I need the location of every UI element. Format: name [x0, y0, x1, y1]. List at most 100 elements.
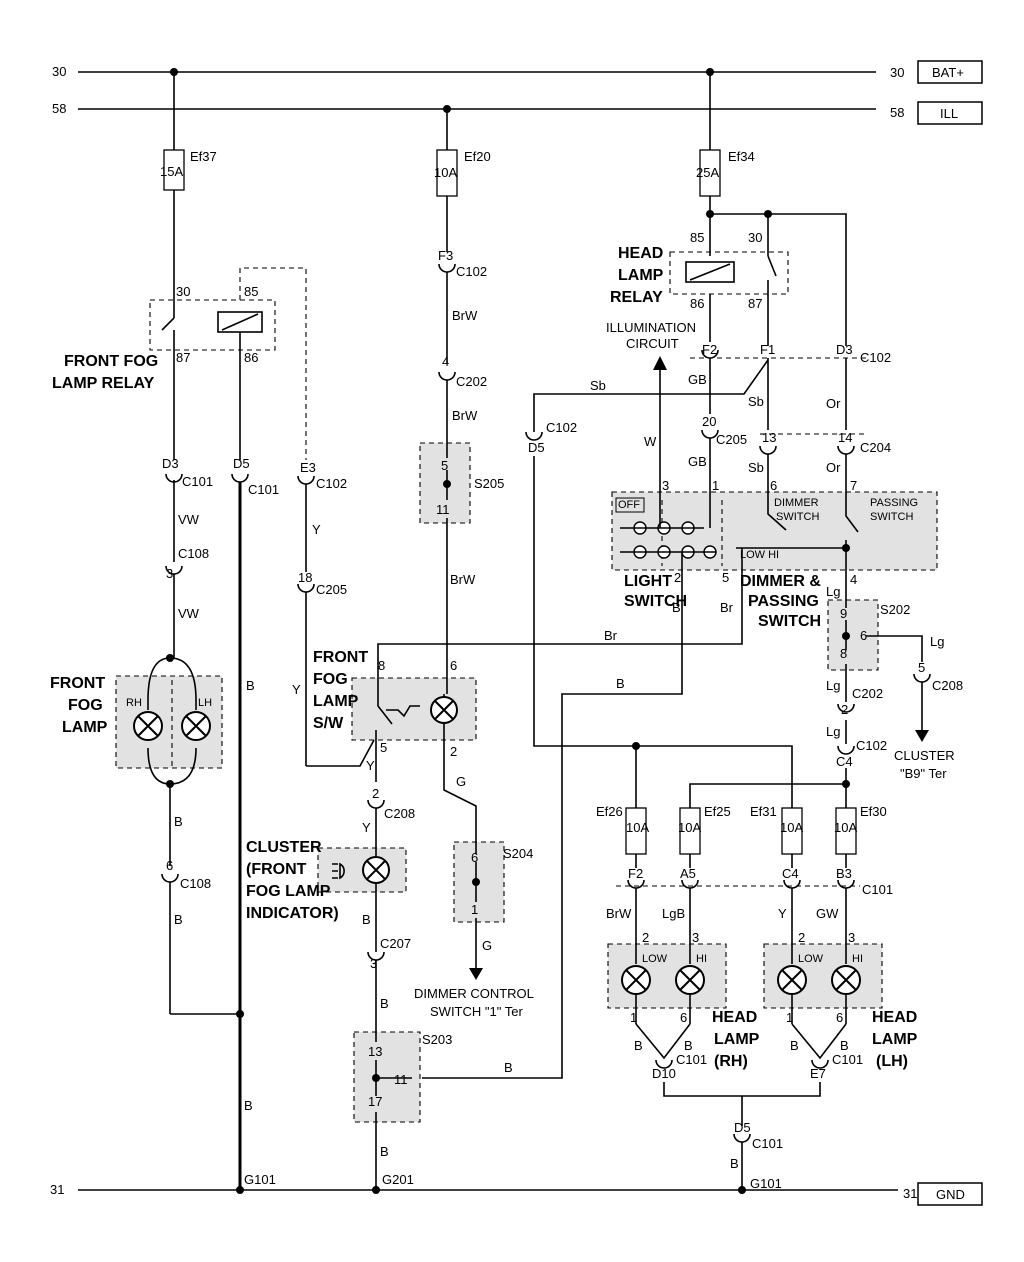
lamp-mode: LOW	[642, 953, 668, 965]
connector-label: D10	[652, 1066, 676, 1081]
fog-relay-label: LAMP RELAY	[52, 375, 155, 392]
splice-label: S205	[474, 476, 504, 491]
splice-pin: 17	[368, 1094, 382, 1109]
relay-coil-mark	[221, 313, 259, 331]
connector-icon	[438, 263, 456, 273]
pin-label: 6	[770, 478, 777, 493]
fuse-ef31-rating: 10A	[780, 820, 803, 835]
passing-label: SWITCH	[870, 511, 913, 523]
wire-color: BrW	[606, 906, 632, 921]
connector-label: D5	[734, 1120, 751, 1135]
connector-icon	[297, 583, 315, 593]
splice-pin: 11	[436, 502, 450, 517]
pin-label: 3	[848, 930, 855, 945]
cluster-b9-label: CLUSTER	[894, 748, 955, 763]
connector-icon	[913, 673, 931, 683]
passing-label: PASSING	[870, 497, 918, 509]
pin-label: 3	[662, 478, 669, 493]
rail-30-left: 30	[52, 64, 66, 79]
wire-color: BrW	[450, 572, 476, 587]
connector-label: C205	[716, 432, 747, 447]
pin-label: 3	[692, 930, 699, 945]
connector-icon	[837, 879, 855, 889]
dimmer-contact	[767, 492, 787, 531]
fog-switch-label: FOG	[313, 671, 348, 688]
wire-color: Y	[292, 682, 301, 697]
connector-label: C101	[752, 1136, 783, 1151]
splice-s203	[353, 1031, 421, 1123]
splice-pin: 5	[441, 458, 448, 473]
wire	[791, 1023, 847, 1060]
splice-pin: 9	[840, 606, 847, 621]
pin-label: 30	[748, 230, 762, 245]
fuse-ef30-name: Ef30	[860, 804, 887, 819]
fuse-ef34-name: Ef34	[728, 149, 755, 164]
connector-icon	[837, 703, 855, 713]
splice-label: S204	[503, 846, 533, 861]
relay-coil-mark	[689, 263, 731, 281]
ground-dot	[236, 1186, 244, 1194]
rail-31-left: 31	[50, 1182, 64, 1197]
connector-label: 13	[762, 430, 776, 445]
connector-label: C102	[546, 420, 577, 435]
ground-label: G201	[382, 1172, 414, 1187]
dimmer-passing-label: DIMMER &	[740, 573, 821, 590]
ground-dot	[738, 1186, 746, 1194]
connector-label: F1	[760, 342, 775, 357]
head-relay-outline	[669, 251, 789, 295]
pin-label: 2	[674, 570, 681, 585]
arrow-up-icon	[653, 356, 667, 370]
wire-color: B	[634, 1038, 643, 1053]
headlamp-rh-label: (RH)	[714, 1053, 748, 1070]
pin-label: 6	[836, 1010, 843, 1025]
pin-label: 30	[176, 284, 190, 299]
pin-label: 87	[748, 296, 762, 311]
wire	[689, 783, 846, 808]
cluster-label: INDICATOR)	[246, 905, 339, 922]
connector-label: C101	[182, 474, 213, 489]
wire-color: Y	[366, 758, 375, 773]
connector-label: E3	[300, 460, 316, 475]
wire-color: Sb	[748, 394, 764, 409]
connector-label: C208	[932, 678, 963, 693]
connector-label: D3	[162, 456, 179, 471]
connector-label: F2	[702, 342, 717, 357]
cluster-label: (FRONT	[246, 861, 307, 878]
connector-label: 2	[372, 786, 379, 801]
connector-icon	[655, 1059, 673, 1069]
ill-label: ILL	[940, 106, 958, 121]
connector-label: 6	[166, 858, 173, 873]
wire-color: W	[644, 434, 657, 449]
ground-dot	[372, 1186, 380, 1194]
splice-pin: 6	[860, 628, 867, 643]
switch-position	[615, 497, 645, 513]
splice-pin: 13	[368, 1044, 382, 1059]
lamp-mode: HI	[852, 953, 863, 965]
wire-color: B	[380, 1144, 389, 1159]
wire-color: B	[672, 600, 681, 615]
dimmer-passing-label: SWITCH	[758, 613, 821, 630]
connector-icon	[701, 349, 719, 359]
wire	[422, 580, 683, 1079]
connector-icon	[759, 445, 777, 455]
connector-icon	[367, 799, 385, 809]
illumination-label: CIRCUIT	[626, 336, 679, 351]
connector-label: C208	[384, 806, 415, 821]
connector-icon	[165, 565, 183, 575]
connector-icon	[733, 1133, 751, 1143]
fog-switch-knob-icon	[386, 705, 420, 718]
wire-color: Lg	[826, 678, 840, 693]
dimmer-passing-label: PASSING	[748, 593, 819, 610]
wire	[443, 723, 477, 854]
lamp-side: LH	[198, 697, 212, 709]
arrow-down-icon	[915, 730, 929, 742]
pin-label: 6	[450, 658, 457, 673]
fuse-ef20-rating: 10A	[434, 165, 457, 180]
rail-31-right: 31	[903, 1186, 917, 1201]
pin-label: 2	[642, 930, 649, 945]
connector-icon	[627, 879, 645, 889]
wire	[663, 1082, 821, 1097]
lamp-mode: HI	[696, 953, 707, 965]
connector-label: A5	[680, 866, 696, 881]
